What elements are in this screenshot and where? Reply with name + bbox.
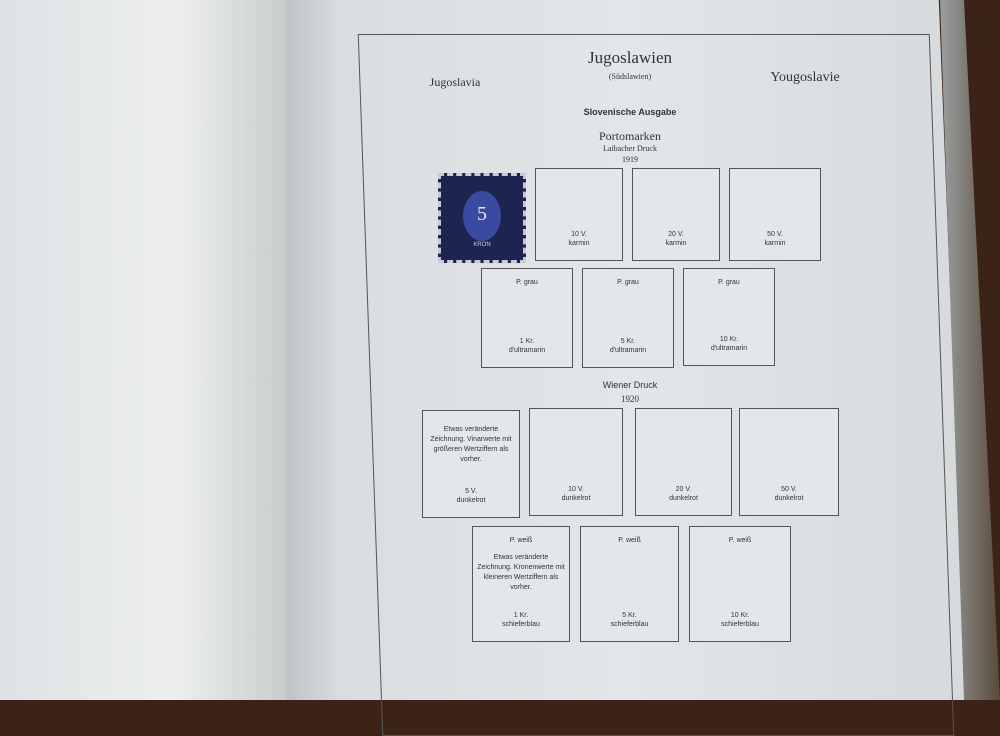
slot-label: 20 V. (668, 231, 684, 238)
slot-label: 50 V. (781, 486, 797, 493)
slot-label: karmin (568, 240, 590, 247)
slot-label: dunkelrot (669, 495, 698, 502)
slot-label: 50 V. (767, 231, 783, 238)
slot-label: schieferblau (610, 621, 649, 628)
slot-label: P. weiß (618, 537, 641, 544)
stamp-slot: 10 V. karmin (535, 168, 623, 261)
page-title: Jugoslawien (587, 48, 673, 67)
group1-year: 1919 (622, 155, 638, 164)
slot-label: 1 Kr. (513, 612, 529, 619)
stamp-slot: 20 V. karmin (632, 168, 720, 261)
title-left: Jugoslavia (429, 75, 481, 89)
slot-label: karmin (665, 240, 687, 247)
page-subtitle: (Südslawien) (608, 72, 652, 81)
slot-label: 10 Kr. (719, 336, 739, 343)
slot-label: schieferblau (721, 621, 759, 628)
stamp-value: 5 (463, 191, 501, 241)
slot-label: Etwas veränderte Zeichnung. Kronenwerte … (477, 554, 565, 591)
title-right: Yougoslavie (770, 70, 840, 85)
slot-label: P. weiß (728, 537, 752, 544)
slot-label: 10 Kr. (730, 612, 750, 619)
stamp-5-kron: 5 KRON (438, 173, 526, 263)
stamp-slot: P. grau 10 Kr. d'ultramarin (683, 268, 775, 366)
stamp-slot: P. grau 1 Kr. d'ultramarin (481, 268, 573, 368)
stamp-slot: 50 V. karmin (729, 168, 821, 261)
slot-label: d'ultramarin (609, 347, 647, 354)
slot-label: 10 V. (568, 486, 584, 493)
section-title: Slovenische Ausgabe (583, 107, 677, 117)
slot-label: schieferblau (502, 621, 540, 628)
slot-label: 5 V. (465, 488, 477, 495)
slot-label: 1 Kr. (519, 338, 535, 345)
slot-label: Etwas veränderte Zeichnung. Vinarwerte m… (430, 426, 512, 463)
group1-sub: Laibacher Druck (603, 144, 657, 153)
stamp-slot: Etwas veränderte Zeichnung. Vinarwerte m… (422, 410, 520, 518)
stamp-slot: 10 V. dunkelrot (529, 408, 623, 516)
slot-label: P. grau (617, 279, 639, 286)
slot-label: karmin (764, 240, 786, 247)
slot-label: P. weiß (509, 537, 533, 544)
slot-label: P. grau (718, 279, 740, 286)
slot-label: d'ultramarin (508, 347, 546, 354)
slot-label: P. grau (516, 279, 538, 286)
slot-label: 5 Kr. (620, 338, 636, 345)
slot-label: dunkelrot (774, 495, 804, 502)
stamp-slot: 50 V. dunkelrot (739, 408, 839, 516)
stamp-slot: P. weiß 10 Kr. schieferblau (689, 526, 791, 642)
group2-sub: Wiener Druck (602, 380, 658, 390)
group1-title: Portomarken (599, 129, 661, 143)
stamp-slot: P. weiß 5 Kr. schieferblau (580, 526, 679, 642)
stamp-slot: 20 V. dunkelrot (635, 408, 732, 516)
stamp-unit: KRON (473, 242, 491, 248)
stamp-slot: P. grau 5 Kr. d'ultramarin (582, 268, 674, 368)
slot-label: 5 Kr. (622, 612, 637, 619)
slot-label: 10 V. (571, 231, 587, 238)
slot-label: dunkelrot (561, 495, 591, 502)
group2-year: 1920 (621, 394, 639, 404)
slot-label: 20 V. (675, 486, 692, 493)
left-album-page (0, 0, 290, 700)
slot-label: dunkelrot (456, 497, 486, 504)
slot-label: d'ultramarin (710, 345, 748, 352)
